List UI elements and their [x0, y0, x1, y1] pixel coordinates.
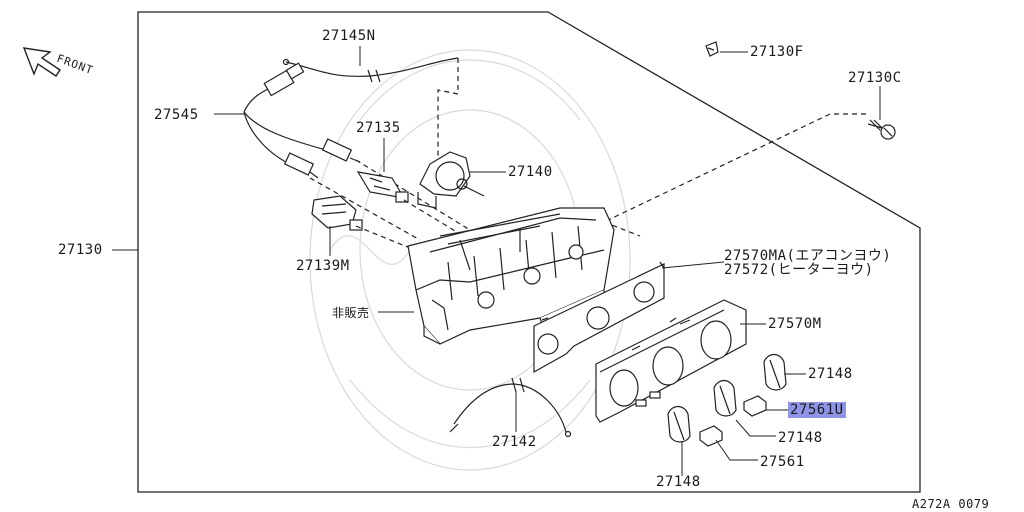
part-label-27570ma: 27570MA(エアコンヨウ) [724, 248, 892, 264]
part-label-27130c: 27130C [848, 70, 902, 86]
part-label-27148-b: 27148 [778, 430, 823, 446]
connector-27135 [356, 171, 409, 203]
knob-27148-c [667, 405, 691, 443]
clip-27130f [705, 41, 719, 57]
part-label-27145n: 27145N [322, 28, 376, 44]
slider-knob-27561u [743, 395, 767, 417]
part-label-27545: 27545 [154, 107, 199, 123]
knob-27148-b [713, 379, 737, 417]
part-label-27130: 27130 [58, 242, 103, 258]
motor-27140 [417, 151, 485, 209]
part-label-27148-a: 27148 [808, 366, 853, 382]
bezel-27570m [595, 299, 747, 423]
part-label-27140: 27140 [508, 164, 553, 180]
part-label-27135: 27135 [356, 120, 401, 136]
cable-27142 [453, 383, 567, 433]
diagram-frame [137, 11, 921, 493]
screw-27130c [867, 119, 896, 140]
part-label-27148-c: 27148 [656, 474, 701, 490]
part-label-27130f: 27130F [750, 44, 804, 60]
part-label-27570m: 27570M [768, 316, 822, 332]
part-label-27561: 27561 [760, 454, 805, 470]
knob-27148-a [763, 353, 787, 391]
connector-27139m [311, 195, 363, 231]
part-label-27572: 27572(ヒーターヨウ) [724, 262, 874, 278]
cable-27145n [285, 57, 459, 77]
part-label-27139m: 27139M [296, 258, 350, 274]
highlighted-part-number[interactable]: 27561U [788, 402, 846, 418]
gasket-panel [533, 261, 665, 374]
part-label-not-for-sale: 非販売 [332, 306, 370, 320]
control-unit-body [407, 207, 615, 345]
part-label-27142: 27142 [492, 434, 537, 450]
front-arrow-icon [22, 47, 61, 77]
harness-27545 [243, 62, 361, 179]
part-label-27561u[interactable]: 27561U [788, 402, 846, 418]
figure-code: A272A 0079 [912, 497, 990, 511]
leader-lines [112, 46, 881, 476]
watermark-emblem [309, 49, 631, 471]
